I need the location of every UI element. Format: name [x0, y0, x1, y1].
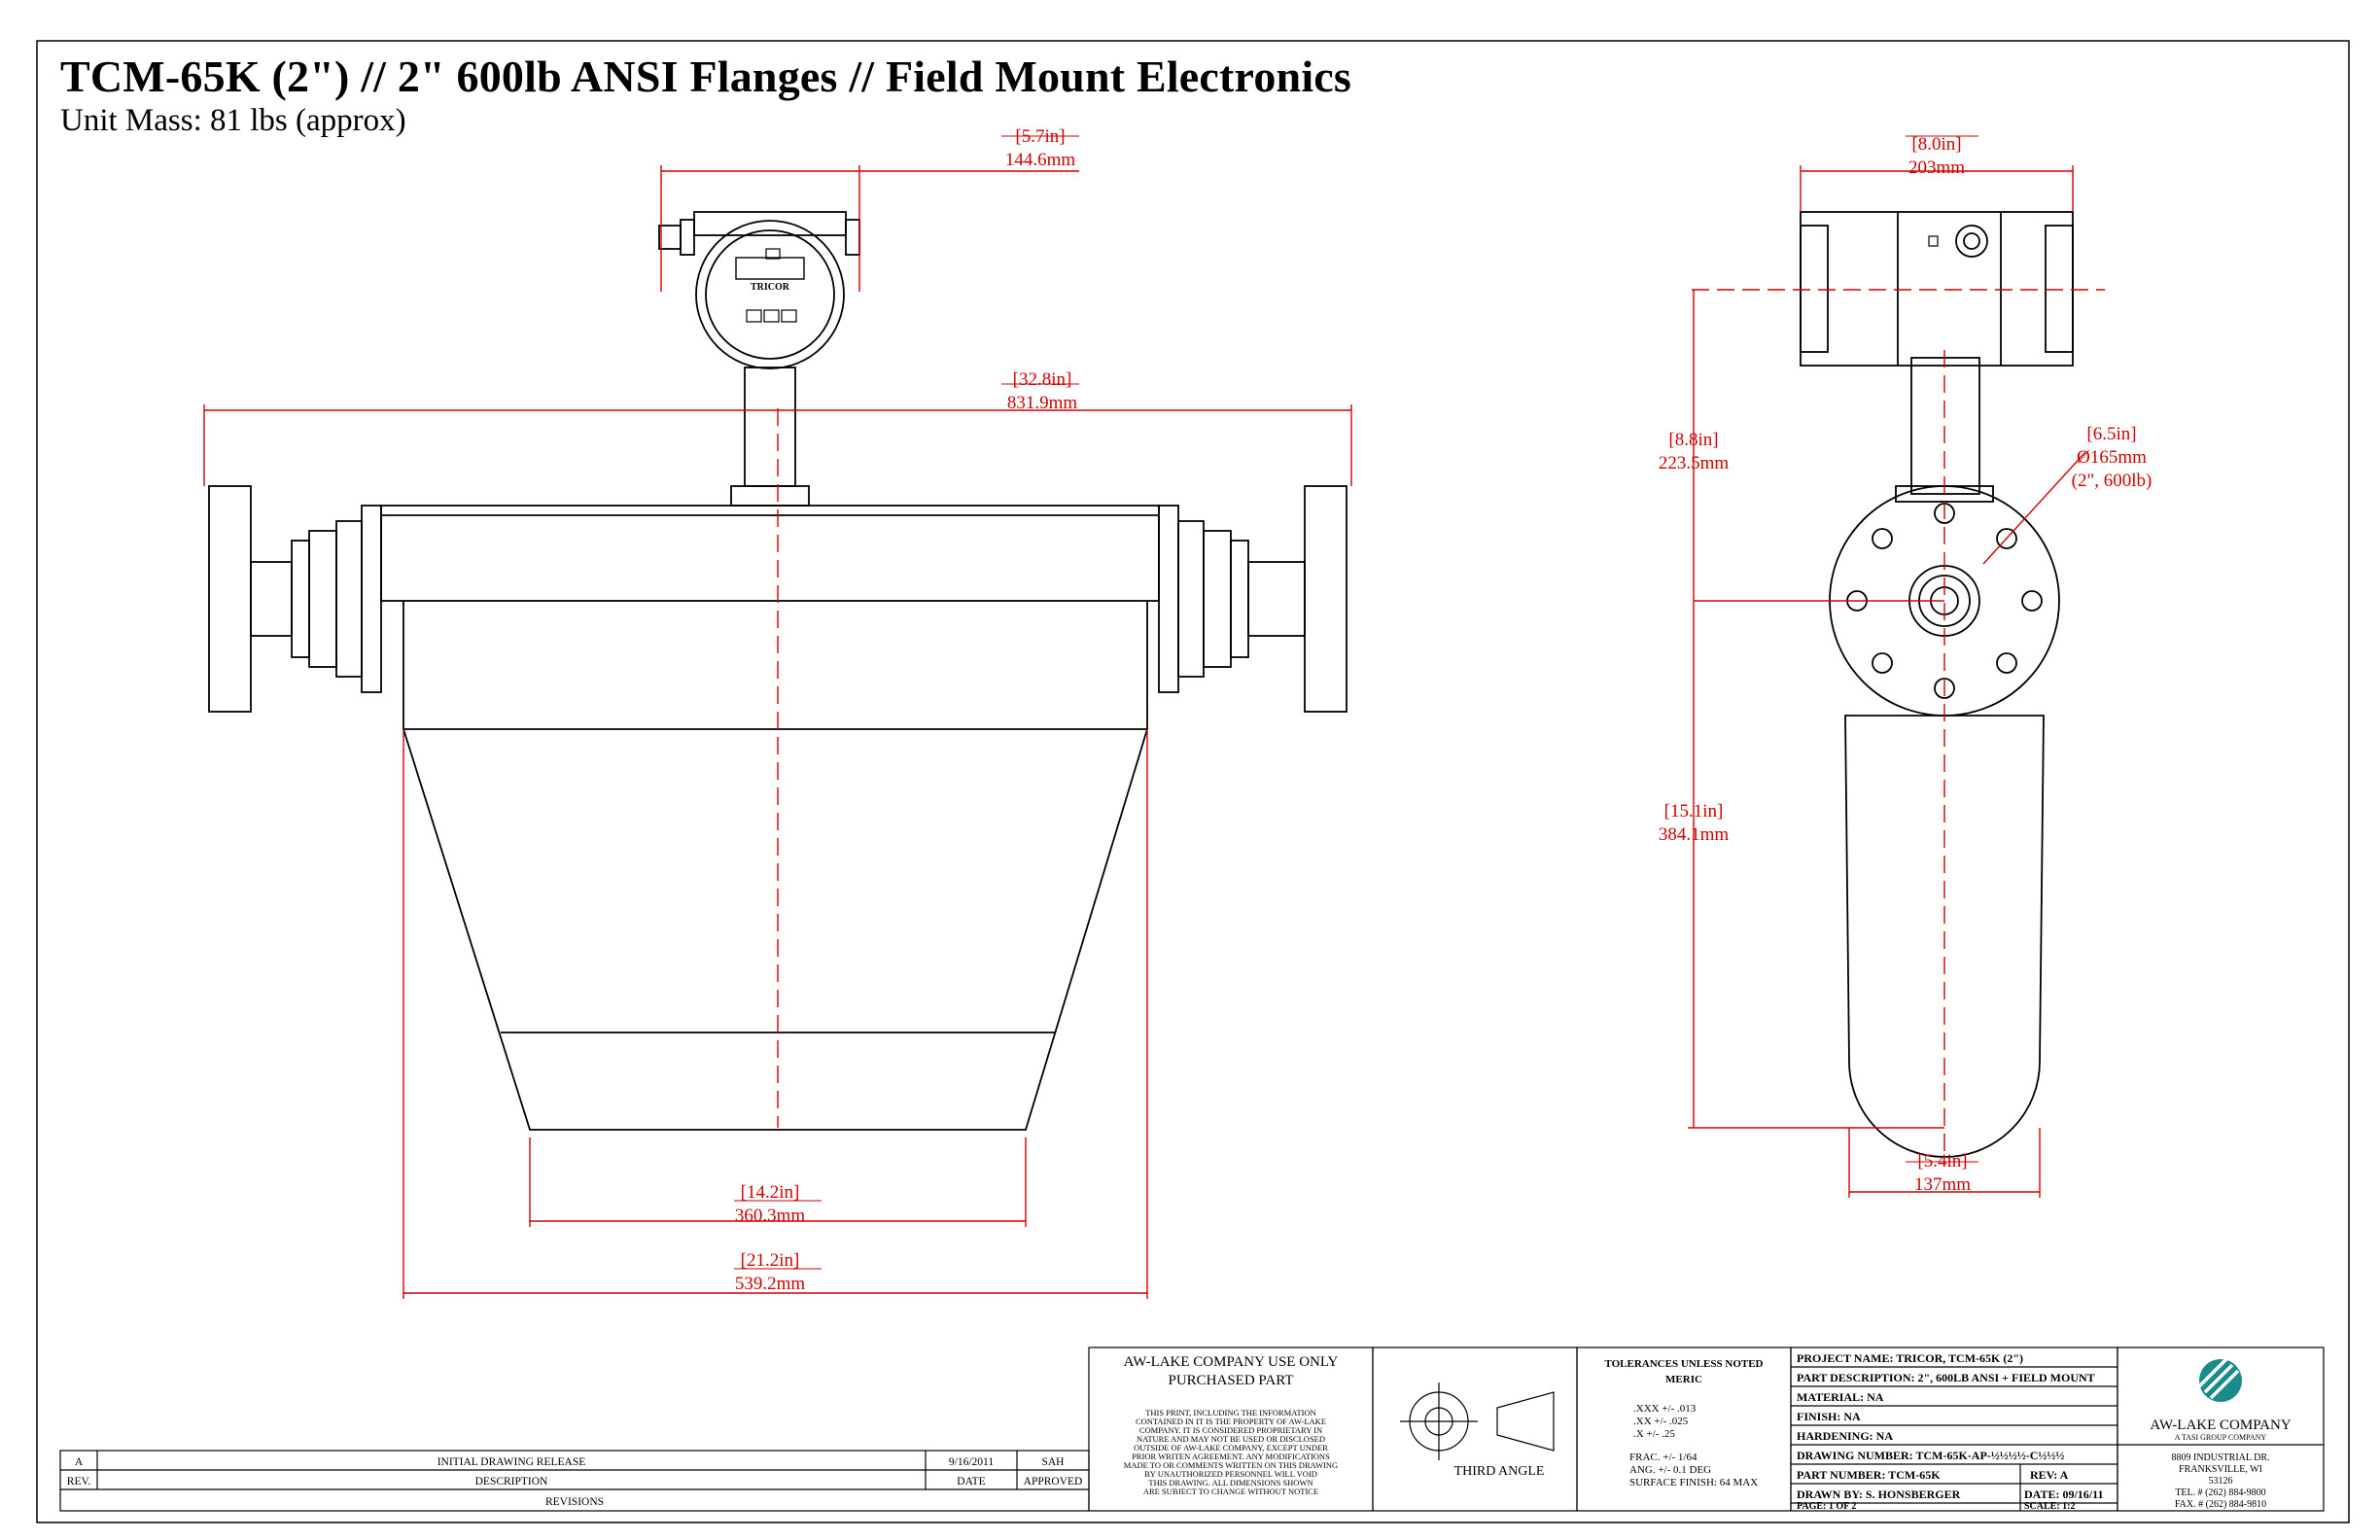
- notice-line: OUTSIDE OF AW-LAKE COMPANY, EXCEPT UNDER: [1134, 1443, 1328, 1452]
- company-fax: FAX. # (262) 884-9810: [2175, 1499, 2266, 1510]
- rev-description: INITIAL DRAWING RELEASE: [438, 1456, 586, 1468]
- notice-line: CONTAINED IN IT IS THE PROPERTY OF AW-LA…: [1136, 1417, 1326, 1426]
- dim-bottom-mm: 360.3mm: [735, 1206, 806, 1226]
- revisions-caption: REVISIONS: [545, 1496, 604, 1508]
- purchased-part: PURCHASED PART: [1168, 1373, 1293, 1388]
- front-view: [208, 211, 1348, 1131]
- dim-side-upper-mm: 223.5mm: [1659, 453, 1730, 473]
- dim-length-in: [32.8in]: [1013, 369, 1072, 390]
- tolerance-ang: ANG. +/- 0.1 DEG: [1629, 1464, 1711, 1476]
- finish: FINISH: NA: [1797, 1410, 1861, 1423]
- notice-line: NATURE AND MAY NOT BE USED OR DISCLOSED: [1137, 1434, 1325, 1444]
- dim-flow-width-mm: 144.6mm: [1005, 150, 1076, 170]
- tolerance-line: .X +/- .25: [1633, 1428, 1675, 1440]
- rev-letter: A: [75, 1456, 84, 1468]
- electronics-label: TRICOR: [751, 282, 790, 293]
- dim-side-top-mm: 203mm: [1908, 158, 1965, 178]
- drawing-title: TCM-65K (2") // 2" 600lb ANSI Flanges //…: [60, 52, 1352, 101]
- keypad-button: [763, 309, 780, 323]
- company-address: 53126: [2209, 1476, 2233, 1487]
- transmitter-housing: [695, 220, 845, 369]
- flow-tube-body: [380, 505, 1160, 602]
- tolerance-frac: FRAC. +/- 1/64: [1629, 1452, 1698, 1463]
- tolerance-heading: TOLERANCES UNLESS NOTED: [1604, 1358, 1763, 1370]
- side-lower-housing: [1844, 715, 2045, 1158]
- notice-line: THIS PRINT, INCLUDING THE INFORMATION: [1145, 1408, 1316, 1418]
- dim-flange-note: (2", 600lb): [2072, 471, 2152, 491]
- surface-finish: SURFACE FINISH: 64 MAX: [1629, 1477, 1758, 1488]
- material: MATERIAL: NA: [1797, 1390, 1884, 1404]
- front-dimensions: [203, 135, 1352, 1299]
- rev-header: REV.: [67, 1476, 91, 1488]
- keypad-button: [746, 309, 762, 323]
- company-phone: TEL. # (262) 884-9800: [2175, 1488, 2265, 1498]
- side-dimensions: [1688, 135, 2105, 1198]
- dim-bottom-in: [14.2in]: [741, 1182, 800, 1203]
- dim-flange-in: [6.5in]: [2086, 424, 2136, 444]
- dim-length-mm: 831.9mm: [1007, 393, 1078, 413]
- tolerance-line: .XX +/- .025: [1633, 1416, 1689, 1427]
- company-tagline: A TASI GROUP COMPANY: [2175, 1433, 2267, 1442]
- notice-line: PRIOR WRITEN AGREEMENT. ANY MODIFICATION…: [1132, 1452, 1330, 1461]
- dim-side-top-in: [8.0in]: [1911, 134, 1961, 155]
- dim-flange-mm: Ø165mm: [2077, 447, 2147, 468]
- right-flange: [1304, 485, 1348, 713]
- dim-side-bottom-in: [5.4in]: [1917, 1151, 1967, 1172]
- notice-line: MADE TO OR COMMENTS WRITTEN ON THIS DRAW…: [1124, 1460, 1338, 1470]
- use-only-heading: AW-LAKE COMPANY USE ONLY: [1124, 1354, 1339, 1370]
- dim-side-lower-in: [15.1in]: [1664, 801, 1724, 822]
- dim-housing-in: [21.2in]: [741, 1250, 800, 1271]
- scale: SCALE: 1:2: [2024, 1501, 2076, 1512]
- lower-housing: [402, 601, 1148, 1131]
- tolerance-subheading: MERIC: [1665, 1374, 1702, 1385]
- display-window: [735, 257, 805, 280]
- side-view: [1800, 211, 2074, 1158]
- notice-line: THIS DRAWING. ALL DIMENSIONS SHOWN: [1148, 1478, 1312, 1488]
- left-flange: [208, 485, 252, 713]
- date-header: DATE: [957, 1476, 985, 1488]
- tolerance-line: .XXX +/- .013: [1633, 1403, 1697, 1415]
- part-number: PART NUMBER: TCM-65K: [1797, 1468, 1941, 1482]
- dim-housing-mm: 539.2mm: [735, 1274, 806, 1294]
- company-address: 8809 INDUSTRIAL DR.: [2171, 1452, 2269, 1463]
- title-block: [59, 1347, 2325, 1512]
- part-description: PART DESCRIPTION: 2", 600LB ANSI + FIELD…: [1797, 1371, 2095, 1384]
- company-address: FRANKSVILLE, WI: [2179, 1464, 2262, 1475]
- notice-line: ARE SUBJECT TO CHANGE WITHOUT NOTICE: [1143, 1487, 1318, 1496]
- dim-side-upper-in: [8.8in]: [1668, 430, 1718, 450]
- sheet-border: [36, 40, 2350, 1523]
- notice-line: BY UNAUTHORIZED PERSONNEL WILL VOID: [1144, 1469, 1317, 1479]
- drawn-by: DRAWN BY: S. HONSBERGER: [1797, 1488, 1961, 1501]
- notice-line: COMPANY. IT IS CONSIDERED PROPRIETARY IN: [1139, 1425, 1322, 1435]
- page-number: PAGE: 1 OF 2: [1797, 1501, 1856, 1512]
- dim-side-bottom-mm: 137mm: [1914, 1174, 1971, 1195]
- drawing-date: DATE: 09/16/11: [2024, 1488, 2103, 1501]
- project-name: PROJECT NAME: TRICOR, TCM-65K (2"): [1797, 1351, 2023, 1365]
- approved-header: APPROVED: [1024, 1476, 1083, 1488]
- revision: REV: A: [2030, 1468, 2069, 1482]
- dim-side-lower-mm: 384.1mm: [1659, 824, 1730, 845]
- dim-flow-width-in: [5.7in]: [1015, 126, 1065, 147]
- side-transmitter-housing: [1800, 211, 2074, 367]
- description-header: DESCRIPTION: [475, 1476, 548, 1488]
- keypad-button: [781, 309, 797, 323]
- company-logo: [2197, 1357, 2242, 1402]
- hardening: HARDENING: NA: [1797, 1429, 1893, 1443]
- drawing-number: DRAWING NUMBER: TCM-65K-AP-½½½½-C½½½: [1797, 1449, 2064, 1462]
- projection-label: THIRD ANGLE: [1454, 1464, 1545, 1479]
- rev-approved: SAH: [1041, 1456, 1064, 1468]
- rev-date: 9/16/2011: [949, 1456, 994, 1468]
- company-name: AW-LAKE COMPANY: [2150, 1418, 2292, 1433]
- unit-mass: Unit Mass: 81 lbs (approx): [60, 103, 406, 138]
